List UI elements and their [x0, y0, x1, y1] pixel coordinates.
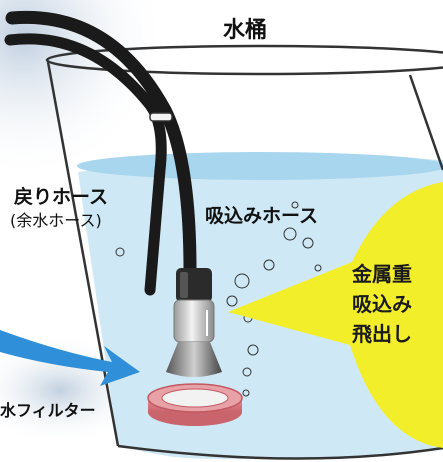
- flow-arrow: [0, 330, 140, 386]
- callout-bubble: [228, 182, 443, 448]
- callout-line-2: 吸込み: [352, 292, 412, 316]
- callout-line-1: 金属重: [352, 262, 412, 286]
- water-surface: [77, 152, 443, 180]
- suction-hose: [5, 10, 197, 277]
- filter-label: 水フィルター: [0, 401, 96, 420]
- return-hose-label: 戻りホース: [14, 186, 109, 208]
- return-hose-note: (余水ホース): [10, 211, 102, 230]
- hose-clip: [149, 112, 173, 122]
- pump: [166, 268, 222, 377]
- bucket-label: 水桶: [223, 18, 268, 43]
- callout-line-3: 飛出し: [352, 322, 412, 346]
- bubbles: [115, 201, 322, 397]
- suction-hose-label: 吸込みホース: [205, 205, 319, 227]
- water-filter: [147, 383, 243, 426]
